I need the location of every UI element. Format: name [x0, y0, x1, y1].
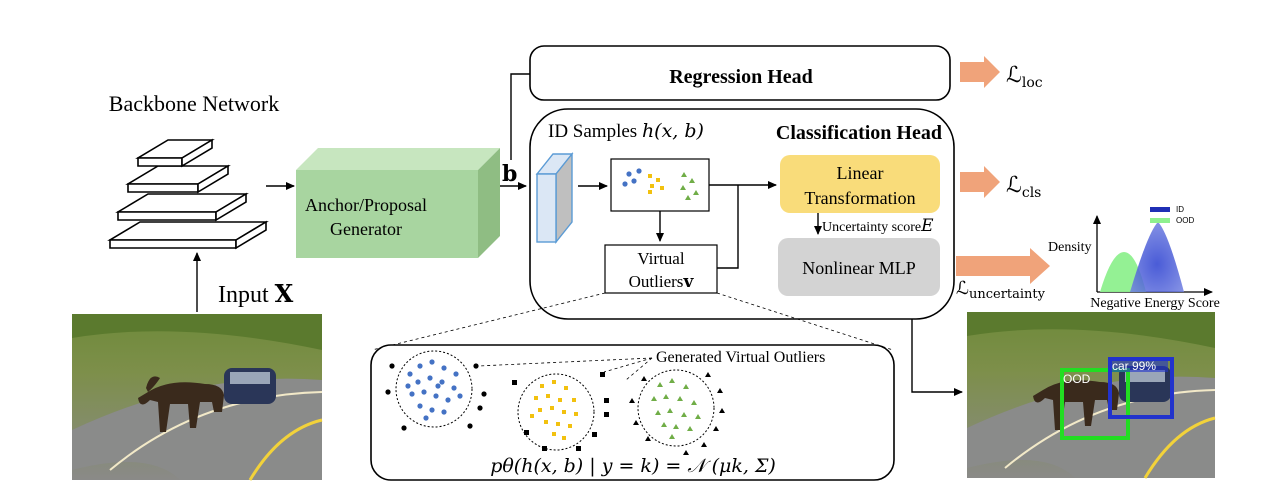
nonlinear-mlp-box [778, 238, 940, 296]
anchor-label-line1: Anchor/Proposal [305, 195, 427, 215]
id-samples-box [610, 158, 710, 212]
linear-line2: Transformation [804, 188, 915, 208]
loss-loc: ℒloc [1006, 63, 1043, 91]
virtual-outliers-line1: Virtual [637, 249, 684, 268]
legend-id-label: ID [1176, 205, 1184, 214]
legend-ood-label: OOD [1176, 216, 1194, 225]
id-cluster-yellow [512, 372, 609, 451]
ood-detection-label: OOD [1063, 372, 1091, 386]
loss-uncertainty: ℒuncertainty [956, 278, 1046, 302]
density-xlabel: Negative Energy Score [1090, 296, 1220, 311]
id-cluster-green [629, 369, 725, 455]
cls-loss-arrow [960, 166, 1000, 198]
regression-head-label: Regression Head [669, 66, 813, 88]
generated-outliers-label: Generated Virtual Outliers [656, 349, 825, 366]
gaussian-equation: pθ(h(x, b) | y = k) = 𝒩 (μk, Σ) [490, 455, 776, 477]
nonlinear-mlp-label: Nonlinear MLP [802, 258, 915, 278]
input-image [72, 314, 323, 481]
uncertainty-score-label: Uncertainty scoreE [822, 216, 934, 236]
input-label: Input X [218, 279, 294, 308]
feature-map [535, 152, 574, 244]
loss-cls: ℒcls [1006, 173, 1041, 201]
ood-detection-box [1060, 368, 1130, 440]
virtual-outliers-box [604, 244, 718, 294]
output-image: OOD car 99% [967, 312, 1216, 479]
regression-head-box [529, 45, 951, 101]
virtual-outliers-line2: Outliersv [629, 272, 695, 292]
density-ylabel: Density [1048, 240, 1092, 255]
linear-line1: Linear [837, 163, 884, 183]
density-plot: Density Negative Energy Score ID OOD [1048, 205, 1220, 311]
anchor-proposal-generator: Anchor/Proposal Generator [296, 148, 500, 258]
feature-symbol: b [502, 161, 517, 187]
backbone-title: Backbone Network [109, 91, 279, 116]
id-density-curve [1130, 222, 1184, 292]
classification-head-title: Classification Head [776, 122, 942, 144]
legend-id-swatch [1150, 207, 1170, 212]
loc-loss-arrow [960, 56, 1000, 88]
backbone-layers [107, 138, 269, 250]
linear-transformation-box [780, 155, 940, 213]
car-detection-label: car 99% [1112, 359, 1156, 373]
id-samples-label: ID Samples h(x, b) [548, 120, 704, 142]
uncertainty-loss-arrow [956, 248, 1050, 284]
id-cluster-blue [385, 350, 487, 431]
anchor-label-line2: Generator [330, 219, 402, 239]
legend-ood-swatch [1150, 218, 1170, 223]
generated-outliers-panel [370, 344, 895, 481]
